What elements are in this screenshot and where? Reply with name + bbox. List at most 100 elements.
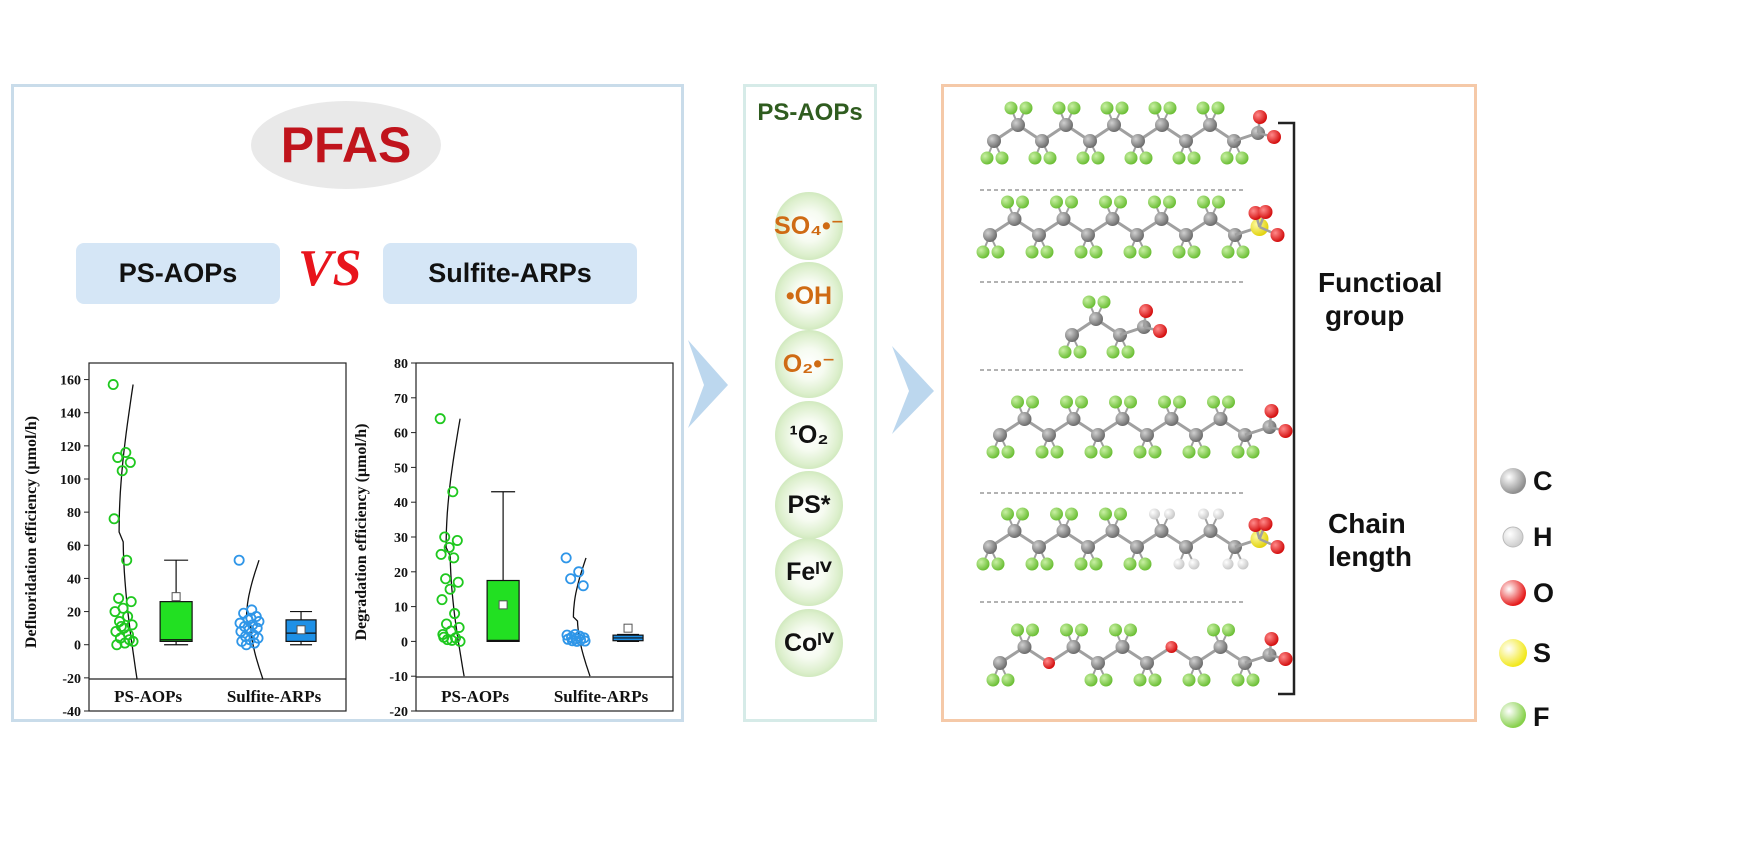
species-label: ¹O₂ (789, 420, 829, 449)
fluorine-atom (995, 151, 1009, 165)
box (486, 579, 520, 643)
fluorine-atom (1073, 345, 1087, 359)
oxygen-atom (1258, 517, 1273, 531)
chain-length-label: Chain length (1328, 507, 1412, 573)
hydrogen-atom (1149, 508, 1160, 520)
fluorine-atom (1058, 345, 1072, 359)
fluorine-atom (1099, 507, 1112, 521)
legend-label-c: C (1533, 466, 1553, 496)
fluorine-atom (1182, 673, 1196, 687)
functional-group-line-1: Functioal (1318, 267, 1443, 298)
fluorine-atom (1016, 195, 1029, 209)
fluorine-atom (1025, 557, 1039, 571)
fluorine-atom (1004, 101, 1018, 115)
carbon-atom (987, 134, 1001, 148)
fluorine-atom (1196, 101, 1210, 115)
carbon-atom (1091, 656, 1105, 670)
fluorine-atom (1011, 395, 1024, 409)
ps-aops-label-box: PS-AOPs (76, 243, 280, 304)
y-tick-label: 140 (60, 407, 81, 422)
data-point (122, 611, 134, 623)
hydrogen-atom (1222, 558, 1234, 570)
carbon-atom (1066, 640, 1081, 654)
carbon-atom (1105, 524, 1120, 538)
fluorine-atom (1089, 557, 1103, 571)
oxygen-atom (1153, 324, 1167, 338)
carbon-atom (1131, 134, 1145, 148)
legend-atom-h (1502, 526, 1524, 548)
oxygen-atom (1270, 540, 1285, 554)
data-point (115, 620, 127, 632)
carbon-atom (1081, 228, 1095, 242)
category-label: Sulfite-ARPs (227, 687, 322, 706)
carbon-atom (1115, 412, 1130, 426)
fluorine-atom (1060, 395, 1073, 409)
efficiency-charts: -40-20020406080100120140160Defluoridatio… (23, 357, 674, 720)
species-label: PS* (787, 490, 831, 519)
fluorine-atom (986, 445, 1000, 459)
hydrogen-atom (1213, 508, 1224, 520)
legend-label-s: S (1533, 638, 1552, 668)
hydrogen-atom (1198, 508, 1209, 520)
y-tick-label: 100 (60, 473, 81, 488)
data-point (116, 465, 128, 477)
fluorine-atom (1182, 445, 1196, 459)
fluorine-atom (1001, 195, 1014, 209)
carbon-atom (1007, 524, 1022, 538)
fluorine-atom (1222, 623, 1235, 637)
fluorine-atom (1091, 151, 1105, 165)
fluorine-atom (1001, 445, 1015, 459)
fluorine-atom (991, 245, 1005, 259)
fluorine-atom (1040, 557, 1054, 571)
species-label: O₂•⁻ (782, 350, 836, 378)
carbon-atom (1140, 428, 1154, 442)
fluorine-atom (1236, 245, 1250, 259)
y-axis-label: Degradation efficiency (μmol/h) (353, 423, 370, 640)
chart-1: -40-20020406080100120140160Defluoridatio… (23, 362, 347, 720)
fluorine-atom (980, 151, 994, 165)
species-singlet-oxygen: ¹O₂ (775, 401, 843, 469)
fluorine-atom (1065, 507, 1078, 521)
carbon-atom (983, 540, 997, 554)
fluorine-atom (1065, 195, 1078, 209)
carbon-atom (1056, 524, 1071, 538)
carbon-atom (1059, 118, 1073, 132)
mean-marker (296, 625, 306, 635)
fluorine-atom (1067, 101, 1081, 115)
molecule-pfoa-long (980, 101, 1281, 165)
species-superoxide-radical: O₂•⁻ (775, 330, 843, 398)
fluorine-atom (1231, 445, 1245, 459)
fluorine-atom (1187, 151, 1201, 165)
legend-label-h: H (1533, 522, 1553, 552)
legend-atom-o (1500, 580, 1526, 606)
fluorine-atom (1001, 673, 1015, 687)
carbon-atom (1164, 412, 1179, 426)
carbon-atom (1091, 428, 1105, 442)
fluorine-atom (1158, 395, 1171, 409)
carbon-atom (1213, 412, 1228, 426)
fluorine-atom (1052, 101, 1066, 115)
legend-label-f: F (1533, 702, 1550, 732)
fluorine-atom (1138, 245, 1152, 259)
fluorine-atom (1035, 445, 1049, 459)
reactive-species-panel: PS-AOPs SO₄•⁻ •OH O₂•⁻ ¹O₂ PS* Feᴵⱽ Coᴵⱽ (743, 84, 877, 722)
data-point (108, 513, 120, 525)
fluorine-atom (1148, 195, 1161, 209)
fluorine-atom (1220, 151, 1234, 165)
box (159, 601, 193, 643)
fluorine-atom (1001, 507, 1014, 521)
fluorine-atom (1124, 623, 1137, 637)
oxygen-atom (1139, 304, 1153, 318)
fluorine-atom (1097, 295, 1111, 309)
fluorine-atom (976, 557, 990, 571)
fluorine-atom (1121, 345, 1135, 359)
fluorine-atom (1211, 101, 1225, 115)
fluorine-atom (1246, 673, 1260, 687)
y-tick-label: 50 (394, 461, 408, 476)
fluorine-atom (1099, 445, 1113, 459)
fluorine-atom (1089, 245, 1103, 259)
fluorine-atom (1011, 623, 1024, 637)
data-point (124, 456, 136, 468)
hydrogen-atom (1188, 558, 1200, 570)
